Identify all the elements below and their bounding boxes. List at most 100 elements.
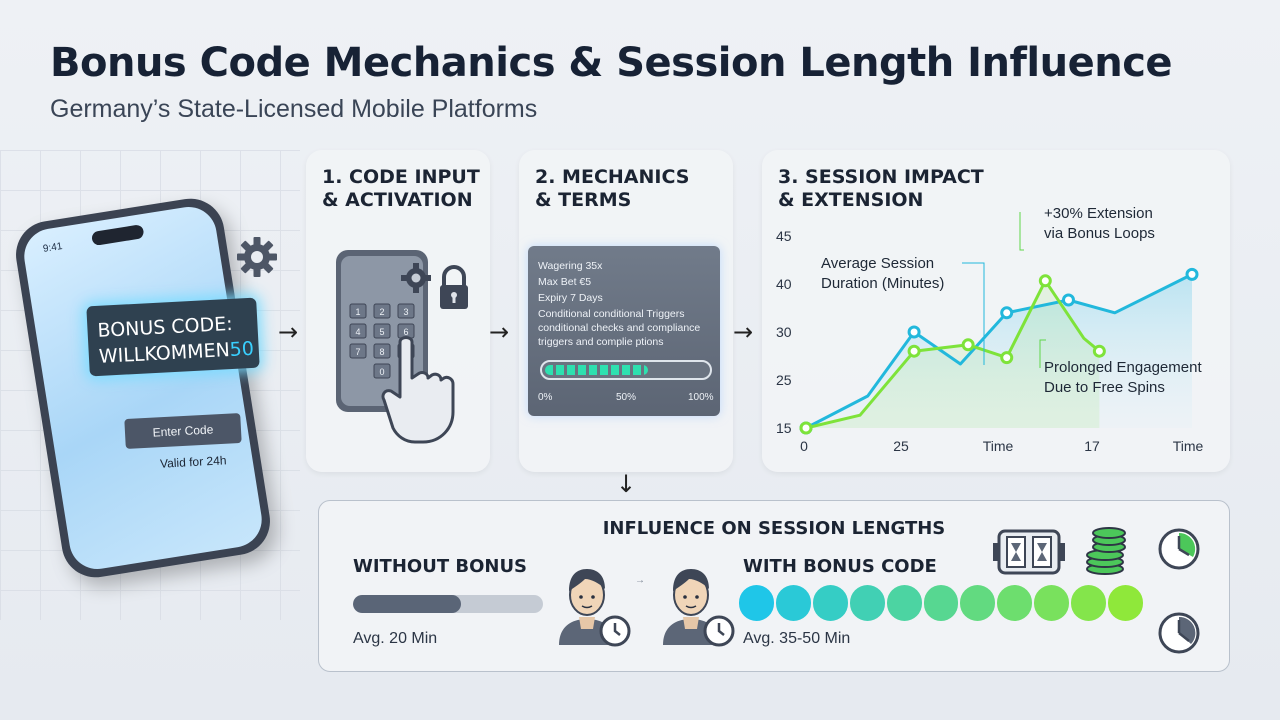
keypad-key-label: 2 (379, 307, 384, 317)
data-point (1061, 293, 1075, 307)
with-bonus-segment (886, 585, 922, 621)
clock-icon (1158, 612, 1200, 654)
keypad-key (349, 343, 367, 359)
arrow-down-icon: ↓ (616, 470, 637, 498)
arrow-right-icon: → (489, 318, 510, 346)
x-tick-label: 25 (893, 438, 909, 454)
term-line: Expiry 7 Days (538, 292, 603, 304)
data-point (1092, 344, 1106, 358)
coins-stack-icon (1086, 527, 1126, 575)
data-point (1000, 351, 1014, 365)
data-point (1038, 274, 1052, 288)
user-clock-icon (559, 569, 631, 647)
without-bonus-avg: Avg. 20 Min (353, 630, 438, 647)
keypad-key (349, 323, 367, 339)
x-tick-label: 17 (1084, 438, 1100, 454)
keypad-phone-illustration: 1234567890 (336, 250, 468, 444)
x-tick-label: Time (1173, 438, 1204, 454)
status-time: 9:41 (42, 240, 64, 255)
series-line (805, 279, 1101, 430)
x-tick-label: 0 (800, 438, 808, 454)
y-tick-label: 40 (776, 276, 792, 292)
page-title: Bonus Code Mechanics & Session Length In… (50, 40, 1173, 86)
y-tick-label: 45 (776, 228, 792, 244)
with-bonus-segment (812, 585, 848, 621)
data-point (1185, 267, 1199, 281)
step-title: 3. SESSION IMPACT& EXTENSION (778, 166, 984, 211)
term-line: Conditional conditional Triggers (538, 308, 685, 320)
y-tick-label: 25 (776, 372, 792, 388)
bonus-code-label: BONUS CODE: (97, 312, 234, 342)
clock-icon (1158, 528, 1200, 570)
data-point (1000, 306, 1014, 320)
influence-title: INFLUENCE ON SESSION LENGTHS (602, 518, 946, 539)
with-bonus-segment (739, 585, 774, 621)
x-tick-label: Time (983, 438, 1014, 454)
keypad-key (397, 303, 415, 319)
keypad-key (373, 323, 391, 339)
with-bonus-segment (997, 585, 1033, 621)
with-bonus-bar (739, 585, 1143, 621)
term-line: Max Bet €5 (538, 276, 592, 288)
data-point (907, 325, 921, 339)
phone-screen: 9:41 (20, 202, 266, 574)
bonus-code-value: WILLKOMMEN50 (98, 337, 255, 368)
page-subtitle: Germany’s State-Licensed Mobile Platform… (50, 95, 538, 123)
step-title: 2. MECHANICS& TERMS (535, 166, 690, 211)
y-tick-label: 15 (776, 420, 792, 436)
bonus-code-banner: BONUS CODE: WILLKOMMEN50 (86, 297, 260, 377)
term-line: conditional checks and compliance (538, 322, 701, 334)
enter-code-button[interactable]: Enter Code (124, 412, 242, 450)
wagering-progress-bar (540, 360, 712, 380)
without-bonus-fill (353, 595, 462, 613)
with-bonus-segment (849, 585, 885, 621)
arrow-right-icon: → (278, 318, 299, 346)
series-area (806, 280, 1100, 428)
y-tick-label: 30 (776, 324, 792, 340)
keypad-key-label: 7 (355, 347, 360, 357)
data-point (907, 344, 921, 358)
session-influence-panel: INFLUENCE ON SESSION LENGTHS WITHOUT BON… (318, 500, 1230, 672)
keypad-key-label: 3 (403, 307, 408, 317)
with-bonus-label: WITH BONUS CODE (743, 556, 937, 577)
keypad-key (373, 363, 391, 379)
keypad-key-label: 0 (379, 367, 384, 377)
with-bonus-segment (1071, 585, 1107, 621)
arrow-right-icon: → (733, 318, 754, 346)
with-bonus-segment (923, 585, 959, 621)
keypad-key-label: 5 (379, 327, 384, 337)
term-line: triggers and complie ptions (538, 336, 664, 348)
keypad-key-label: 1 (355, 307, 360, 317)
transition-arrow-icon: → (635, 575, 645, 586)
with-bonus-segment (1108, 585, 1143, 621)
with-bonus-segment (960, 585, 996, 621)
term-line: Wagering 35x (538, 260, 603, 272)
keypad-key (373, 343, 391, 359)
slot-machine-icon (993, 529, 1065, 575)
without-bonus-label: WITHOUT BONUS (353, 556, 528, 577)
data-point (961, 338, 975, 352)
keypad-key (373, 303, 391, 319)
user-clock-icon (663, 569, 735, 647)
progress-label: 0% (538, 392, 553, 403)
wagering-progress-fill (545, 365, 648, 375)
series-area (806, 274, 1192, 428)
terms-panel: Wagering 35x Max Bet €5 Expiry 7 Days Co… (528, 246, 720, 416)
phone-notch (90, 224, 145, 247)
keypad-key (349, 303, 367, 319)
keypad-key-label: 8 (379, 347, 384, 357)
step-title: 1. CODE INPUT& ACTIVATION (322, 166, 480, 211)
gear-icon (237, 237, 277, 277)
without-bonus-bar (353, 595, 543, 613)
keypad-key-label: 6 (403, 327, 408, 337)
with-bonus-avg: Avg. 35-50 Min (743, 630, 851, 647)
progress-label: 100% (688, 392, 714, 403)
keypad-key-label: 4 (355, 327, 360, 337)
with-bonus-segment (775, 585, 811, 621)
progress-label: 50% (616, 392, 637, 403)
